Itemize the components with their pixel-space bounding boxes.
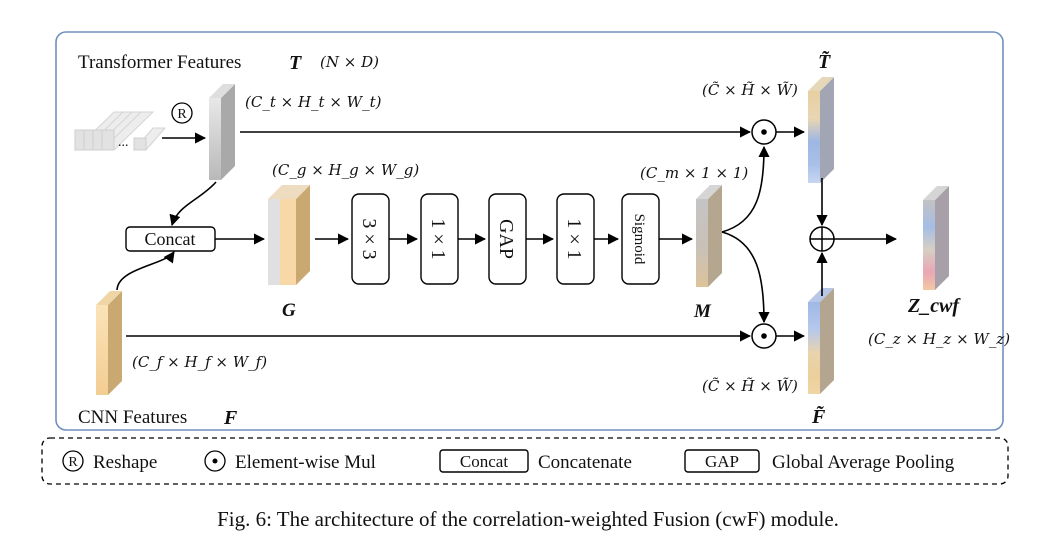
element-wise-mul-bottom-icon	[751, 323, 777, 349]
transformer-feature-block	[209, 84, 235, 180]
legend-reshape-symbol: R	[68, 455, 78, 470]
svg-text:3 × 3: 3 × 3	[358, 218, 380, 259]
legend-concat-box-label: Concat	[460, 452, 508, 471]
legend-mul-icon	[204, 450, 226, 472]
legend-frame	[41, 437, 1009, 485]
transformer-dim-label: (N × D)	[320, 53, 379, 71]
diagram-frame	[55, 31, 1004, 431]
element-wise-mul-top-icon	[751, 119, 777, 145]
legend-gap-box-label: GAP	[705, 452, 739, 471]
z-symbol: Z_cwf	[907, 295, 961, 317]
m-attention-block	[696, 185, 722, 287]
cnn-features-label: CNN Features	[78, 407, 187, 428]
reshape-symbol: R	[177, 107, 187, 122]
t-tilde-symbol: T̃	[818, 50, 831, 73]
legend-mul-label: Element-wise Mul	[235, 452, 376, 473]
legend-concat-label: Concatenate	[538, 452, 632, 473]
f-tilde-feature-block	[808, 288, 834, 394]
svg-text:Sigmoid: Sigmoid	[631, 214, 647, 265]
svg-text:1 × 1: 1 × 1	[563, 218, 585, 259]
g-feature-block	[268, 185, 310, 285]
reshape-icon	[171, 102, 193, 124]
svg-text:1 × 1: 1 × 1	[427, 218, 449, 259]
dim-z-label: (C_z × H_z × W_z)	[868, 330, 1010, 348]
f-tilde-symbol: F̃	[811, 405, 826, 428]
transformer-symbol: T	[289, 52, 302, 74]
t-tilde-feature-block	[808, 77, 834, 183]
dim-g-label: (C_g × H_g × W_g)	[272, 161, 419, 179]
dim-f-label: (C_f × H_f × W_f)	[132, 353, 267, 371]
legend-gap-box	[684, 449, 760, 473]
g-symbol: G	[282, 300, 296, 321]
dim-t-label: (C_t × H_t × W_t)	[245, 93, 382, 111]
op-conv1x1-second: 1 × 1	[556, 193, 595, 285]
token-ellipsis: ...	[118, 135, 129, 150]
legend-gap-label: Global Average Pooling	[772, 452, 955, 473]
legend-reshape-label: Reshape	[93, 452, 157, 473]
m-symbol: M	[693, 301, 712, 322]
op-conv1x1-first: 1 × 1	[420, 193, 459, 285]
dim-f-tilde-label: (C̃ × H̃ × W̃)	[702, 377, 798, 395]
op-conv3x3: 3 × 3	[351, 193, 390, 285]
cnn-feature-block	[96, 291, 122, 395]
op-sigmoid: Sigmoid	[621, 193, 660, 285]
svg-text:GAP: GAP	[495, 219, 517, 259]
legend-reshape-icon	[62, 450, 84, 472]
element-wise-add-icon	[809, 226, 835, 252]
legend-concat-box	[439, 449, 529, 473]
z-output-block	[923, 186, 949, 290]
dim-m-label: (C_m × 1 × 1)	[640, 164, 748, 182]
token-stack	[73, 111, 167, 151]
figure-caption: Fig. 6: The architecture of the correlat…	[217, 507, 839, 531]
dim-t-tilde-label: (C̃ × H̃ × W̃)	[702, 81, 798, 99]
op-gap: GAP	[488, 193, 527, 285]
transformer-features-label: Transformer Features	[78, 52, 241, 73]
cnn-symbol: F	[223, 407, 238, 429]
concat-label: Concat	[145, 229, 196, 249]
